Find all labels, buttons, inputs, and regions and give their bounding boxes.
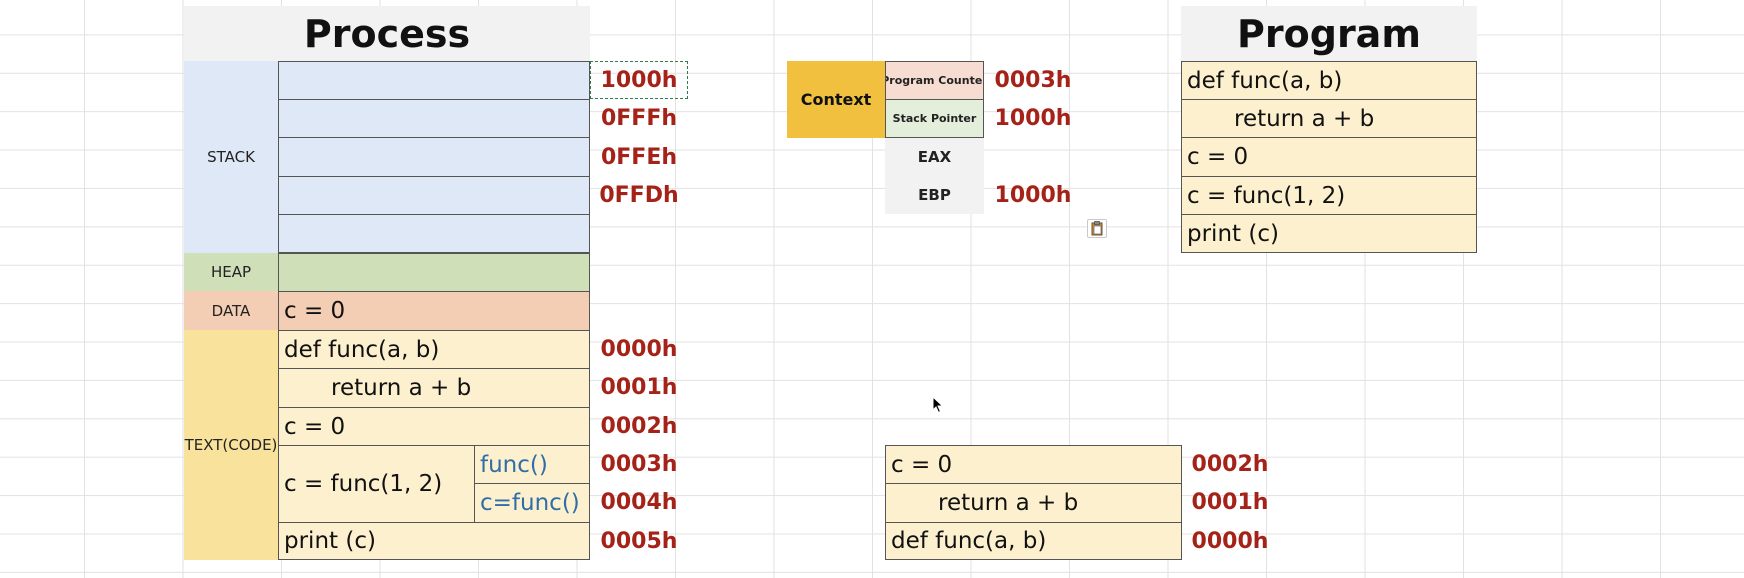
text-address-0004h: 0004h — [600, 490, 678, 515]
text-line-print[interactable]: print (c) — [278, 522, 590, 560]
stack-pointer-label: Stack Pointer — [885, 99, 984, 138]
stack-cell-4[interactable] — [278, 176, 590, 215]
call-stack-address-0000h: 0000h — [1191, 528, 1269, 554]
stack-address-0fffh: 0FFFh — [600, 105, 678, 131]
stack-pointer-value[interactable]: 1000h — [994, 105, 1072, 131]
text-sub-func-call[interactable]: func() — [474, 445, 590, 484]
ebp-label: EBP — [885, 176, 984, 214]
text-line-return[interactable]: return a + b — [278, 368, 590, 408]
program-counter-label: Program Counter — [885, 61, 984, 100]
program-line-c-equals-func[interactable]: c = func(1, 2) — [1181, 176, 1477, 215]
mouse-pointer-icon — [932, 396, 944, 414]
stack-cell-1[interactable] — [278, 61, 590, 100]
program-counter-value[interactable]: 0003h — [994, 67, 1072, 93]
call-stack-line-return[interactable]: return a + b — [885, 483, 1182, 523]
data-section-label: DATA — [184, 291, 278, 330]
context-label: Context — [787, 61, 885, 138]
process-header: Process — [184, 6, 590, 61]
heap-section-label: HEAP — [184, 253, 278, 291]
data-cell[interactable]: c = 0 — [278, 291, 590, 331]
program-line-return[interactable]: return a + b — [1181, 99, 1477, 138]
paste-options-icon[interactable] — [1087, 219, 1107, 238]
program-line-c-equals-0[interactable]: c = 0 — [1181, 137, 1477, 177]
call-stack-line-c-equals-0[interactable]: c = 0 — [885, 445, 1182, 484]
heap-cell[interactable] — [278, 253, 590, 292]
stack-address-1000h[interactable]: 1000h — [590, 61, 688, 99]
text-line-c-equals-func[interactable]: c = func(1, 2) — [278, 445, 475, 523]
text-line-def-func[interactable]: def func(a, b) — [278, 330, 590, 369]
text-address-0001h: 0001h — [600, 375, 678, 400]
ebp-value[interactable]: 1000h — [994, 182, 1072, 208]
call-stack-address-0002h: 0002h — [1191, 451, 1269, 477]
stack-address-0ffeh: 0FFEh — [600, 144, 678, 170]
text-address-0002h: 0002h — [600, 413, 678, 439]
text-line-c-equals-0[interactable]: c = 0 — [278, 407, 590, 446]
program-line-def-func[interactable]: def func(a, b) — [1181, 61, 1477, 100]
text-section-label: TEXT(CODE) — [184, 330, 278, 560]
stack-address-0ffdh: 0FFDh — [599, 182, 679, 208]
stack-cell-5[interactable] — [278, 214, 590, 253]
call-stack-line-def-func[interactable]: def func(a, b) — [885, 522, 1182, 560]
text-address-0000h: 0000h — [600, 336, 678, 362]
text-address-0003h: 0003h — [600, 451, 678, 477]
text-address-0005h: 0005h — [600, 528, 678, 554]
stack-section-label: STACK — [184, 61, 278, 253]
eax-label: EAX — [885, 138, 984, 176]
stack-cell-3[interactable] — [278, 137, 590, 177]
program-header: Program — [1181, 6, 1477, 61]
stack-cell-2[interactable] — [278, 99, 590, 138]
call-stack-address-0001h: 0001h — [1191, 490, 1269, 515]
text-sub-c-assign[interactable]: c=func() — [474, 483, 590, 523]
eax-value[interactable] — [984, 138, 1082, 176]
program-line-print[interactable]: print (c) — [1181, 214, 1477, 253]
